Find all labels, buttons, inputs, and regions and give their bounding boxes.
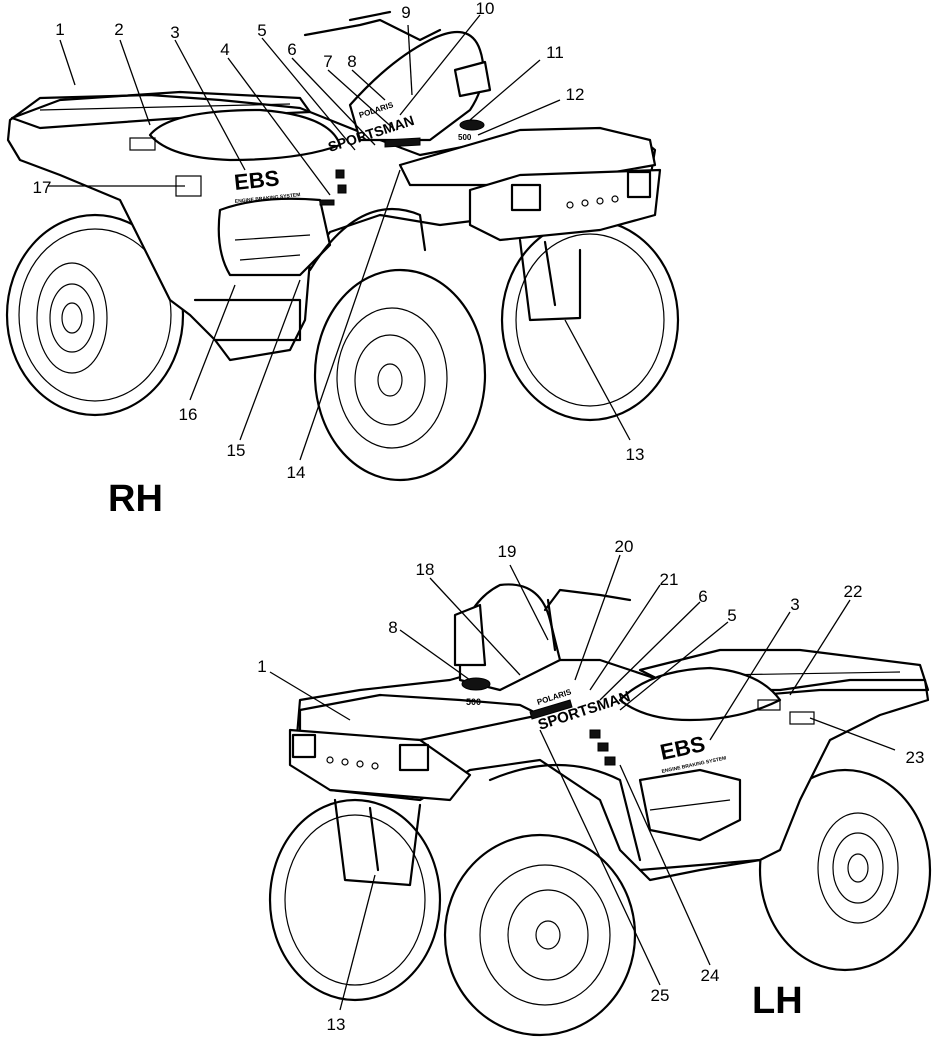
lh-front-far-wheel <box>268 798 442 1002</box>
callout-rh-1: 1 <box>55 20 64 39</box>
rh-front-far-wheel <box>500 218 680 422</box>
rh-view-label: RH <box>108 478 163 520</box>
callout-lh-24: 24 <box>701 966 720 985</box>
callout-rh-14: 14 <box>287 463 306 482</box>
lh-view-label: LH <box>752 980 803 1022</box>
callout-lh-8: 8 <box>388 618 397 637</box>
callout-lh-1: 1 <box>257 657 266 676</box>
callout-rh-9: 9 <box>401 3 410 22</box>
callout-rh-3: 3 <box>170 23 179 42</box>
atv-left-side-view: EBS ENGINE BRAKING SYSTEM SPORTSMAN POLA… <box>268 583 932 1037</box>
callout-lh-22: 22 <box>844 582 863 601</box>
callout-rh-4: 4 <box>220 40 229 59</box>
callout-rh-8: 8 <box>347 52 356 71</box>
callout-rh-5: 5 <box>257 21 266 40</box>
rh-front-near-wheel <box>313 268 487 482</box>
callout-rh-2: 2 <box>114 20 123 39</box>
rh-ebs-decal: EBS <box>233 165 281 195</box>
rh-rear-wheel <box>5 213 185 417</box>
callout-lh-3: 3 <box>790 595 799 614</box>
lh-500-decal: 500 <box>466 697 481 707</box>
callout-rh-11: 11 <box>546 43 564 62</box>
callout-lh-21: 21 <box>660 570 679 589</box>
atv-right-side-view: EBS ENGINE BRAKING SYSTEM SPORTSMAN POLA… <box>5 10 680 482</box>
callout-lh-25: 25 <box>651 986 670 1005</box>
callout-rh-17: 17 <box>33 178 52 197</box>
callout-rh-16: 16 <box>179 405 198 424</box>
lh-leader-lines <box>269 554 896 1011</box>
callout-rh-6: 6 <box>287 40 296 59</box>
rh-500-decal: 500 <box>458 133 472 142</box>
callout-lh-23: 23 <box>906 748 925 767</box>
callout-lh-20: 20 <box>615 537 634 556</box>
callout-lh-6: 6 <box>698 587 707 606</box>
rh-callouts: 1 2 3 4 5 6 7 8 9 10 11 12 13 14 15 16 1… <box>33 0 645 482</box>
lh-front-near-wheel <box>443 833 637 1037</box>
lh-callouts: 18 19 20 21 6 5 3 22 23 8 1 13 25 24 <box>257 537 924 1034</box>
lh-rear-wheel <box>758 768 932 972</box>
callout-rh-13: 13 <box>626 445 645 464</box>
callout-lh-5: 5 <box>727 606 736 625</box>
rh-leader-lines <box>48 14 631 461</box>
callout-rh-15: 15 <box>227 441 246 460</box>
callout-rh-7: 7 <box>323 52 332 71</box>
callout-rh-10: 10 <box>476 0 495 18</box>
callout-rh-12: 12 <box>566 85 585 104</box>
callout-lh-18: 18 <box>416 560 435 579</box>
callout-lh-13: 13 <box>327 1015 346 1034</box>
callout-lh-19: 19 <box>498 542 517 561</box>
